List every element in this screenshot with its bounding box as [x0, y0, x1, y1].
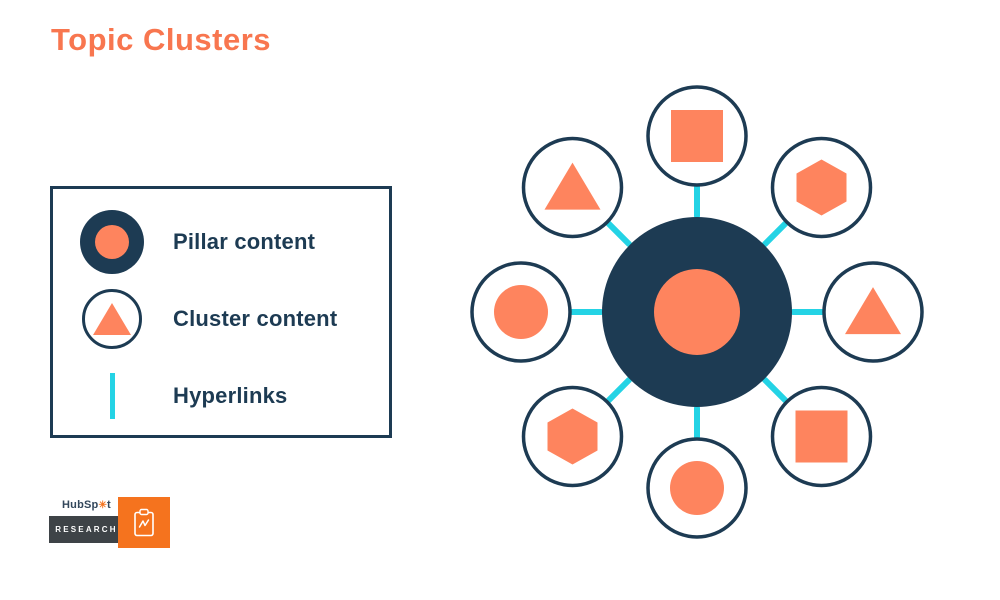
hyperlink-spoke: [604, 376, 633, 405]
pillar-hub-inner-circle: [654, 269, 740, 355]
legend-label-cluster: Cluster content: [173, 306, 338, 331]
hyperlink-spoke: [761, 219, 790, 248]
sprocket-icon: ✳: [98, 500, 108, 511]
wordmark-part-1: HubSp: [62, 499, 99, 511]
legend-item-pillar: Pillar content: [79, 210, 389, 274]
hyperlink-icon: [79, 364, 145, 428]
wordmark-part-2: t: [107, 499, 111, 511]
research-badge: RESEARCH: [49, 516, 122, 543]
cluster-shape-triangle: [544, 162, 601, 210]
hyperlink-spoke: [761, 376, 790, 405]
cluster-shape-circle: [494, 285, 548, 339]
legend-label-pillar: Pillar content: [173, 229, 316, 254]
research-logo-tile: [118, 497, 170, 548]
legend-item-hyperlinks: Hyperlinks: [79, 364, 389, 428]
pillar-content-icon: [79, 210, 145, 274]
cluster-shape-circle: [670, 461, 724, 515]
cluster-content-icon: [79, 287, 145, 351]
cluster-shape-triangle: [845, 287, 901, 335]
hubspot-research-logo: HubSp✳t RESEARCH: [49, 497, 170, 548]
cluster-shape-square: [671, 110, 723, 162]
legend-box: Pillar content Cluster content Hyperlink…: [50, 186, 392, 438]
legend-item-cluster: Cluster content: [79, 287, 389, 351]
cluster-shape-square: [795, 410, 848, 463]
page-title: Topic Clusters: [51, 22, 272, 57]
hyperlink-spoke: [604, 219, 633, 248]
cluster-shape-hexagon: [547, 408, 598, 465]
legend-label-hyperlinks: Hyperlinks: [173, 383, 288, 408]
clipboard-icon: [134, 508, 154, 536]
cluster-shape-hexagon: [796, 159, 847, 216]
hubspot-wordmark: HubSp✳t: [62, 499, 111, 511]
